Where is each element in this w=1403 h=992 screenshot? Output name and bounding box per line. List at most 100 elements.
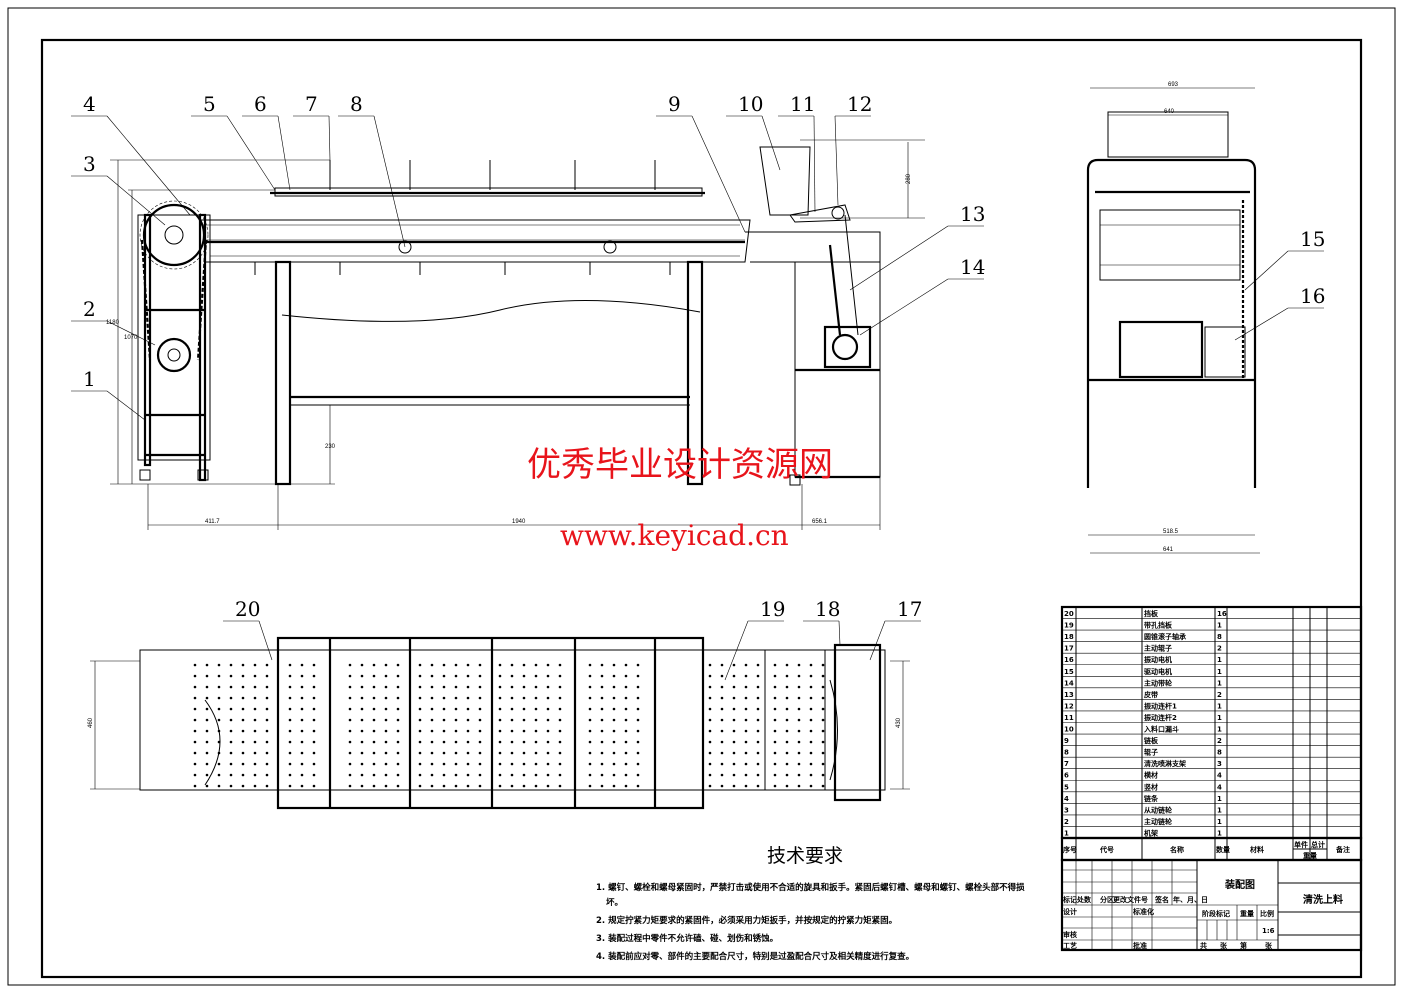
hole <box>360 729 364 733</box>
hole <box>510 674 514 678</box>
tech-req-3: 3. 装配过程中零件不允许磕、碰、划伤和锈蚀。 <box>596 933 778 944</box>
hole <box>466 707 470 711</box>
hole <box>773 762 777 766</box>
tb-count: 处数 <box>1076 895 1092 904</box>
balloon-9: 9 <box>668 92 681 116</box>
hole <box>360 663 364 667</box>
hole <box>708 729 712 733</box>
tb-total: 共 <box>1200 941 1207 950</box>
hole <box>253 740 257 744</box>
hole <box>510 718 514 722</box>
hole <box>720 685 724 689</box>
hole <box>821 751 825 755</box>
hole <box>773 674 777 678</box>
hole <box>442 718 446 722</box>
part-name: 驱动电机 <box>1144 667 1172 676</box>
hole <box>288 784 292 788</box>
technical-requirements: 技术要求 1. 螺钉、螺栓和螺母紧固时，严禁打击或使用不合适的旋具和扳手。紧固后… <box>596 845 1025 962</box>
hole <box>384 784 388 788</box>
hole <box>534 707 538 711</box>
front-dimensions: 411.7 1940 656.1 230 280 1180 1070 <box>106 173 912 525</box>
hole <box>265 740 269 744</box>
hole <box>612 707 616 711</box>
part-name: 振动连杆1 <box>1144 701 1177 710</box>
hole <box>217 718 221 722</box>
hole <box>624 740 628 744</box>
hole <box>821 674 825 678</box>
hole <box>372 663 376 667</box>
hole <box>300 685 304 689</box>
hole <box>773 751 777 755</box>
hole <box>265 751 269 755</box>
hole <box>821 784 825 788</box>
hole <box>430 663 434 667</box>
hole <box>785 674 789 678</box>
dim-430: 430 <box>896 717 902 728</box>
hole <box>372 751 376 755</box>
hole <box>217 663 221 667</box>
tb-drawing-name: 清洗上料 <box>1303 893 1343 906</box>
part-number: 16 <box>1064 656 1074 664</box>
leader-line <box>761 115 781 171</box>
hole <box>229 740 233 744</box>
tech-req-2: 2. 规定拧紧力矩要求的紧固件，必须采用力矩扳手，并按规定的拧紧力矩紧固。 <box>596 915 897 926</box>
hole <box>288 740 292 744</box>
hole <box>624 784 628 788</box>
drive-sprocket <box>156 337 192 373</box>
hole <box>442 663 446 667</box>
hole <box>348 674 352 678</box>
hole <box>312 718 316 722</box>
hole <box>785 685 789 689</box>
part-qty: 1 <box>1217 829 1222 837</box>
hole <box>205 674 209 678</box>
part-number: 15 <box>1064 668 1074 676</box>
hole <box>193 784 197 788</box>
tb-doc: 更改文件号 <box>1113 895 1148 904</box>
hole <box>205 751 209 755</box>
hole <box>418 663 422 667</box>
balloon-8: 8 <box>350 92 363 116</box>
part-name: 横材 <box>1144 771 1158 780</box>
top-view: 460 430 <box>88 636 910 810</box>
drawing-frame <box>40 38 1363 979</box>
tb-page: 第 <box>1240 941 1247 950</box>
leader-line <box>838 620 841 646</box>
hole <box>193 740 197 744</box>
hole <box>522 751 526 755</box>
hole <box>797 718 801 722</box>
dim-1070: 1070 <box>124 335 138 341</box>
hole <box>809 696 813 700</box>
hole <box>312 762 316 766</box>
hole <box>288 729 292 733</box>
hole <box>312 773 316 777</box>
hole <box>193 751 197 755</box>
hole <box>384 751 388 755</box>
hole <box>348 707 352 711</box>
hole <box>430 696 434 700</box>
tb-process: 工艺 <box>1063 941 1077 950</box>
hole <box>300 707 304 711</box>
tb-approve: 批准 <box>1133 941 1147 950</box>
hole <box>498 729 502 733</box>
hole <box>588 674 592 678</box>
hole <box>708 696 712 700</box>
hole <box>558 685 562 689</box>
hole <box>510 762 514 766</box>
hole <box>442 729 446 733</box>
part-number: 18 <box>1064 633 1074 641</box>
hole <box>193 762 197 766</box>
hole <box>454 663 458 667</box>
leader-line <box>724 620 749 681</box>
hole <box>265 718 269 722</box>
drum <box>1099 209 1241 281</box>
part-name: 竖材 <box>1144 782 1158 791</box>
hole <box>241 707 245 711</box>
hole <box>720 773 724 777</box>
part-number: 10 <box>1064 726 1074 734</box>
hole <box>534 773 538 777</box>
hole <box>558 740 562 744</box>
hole <box>348 762 352 766</box>
part-qty: 1 <box>1217 795 1222 803</box>
